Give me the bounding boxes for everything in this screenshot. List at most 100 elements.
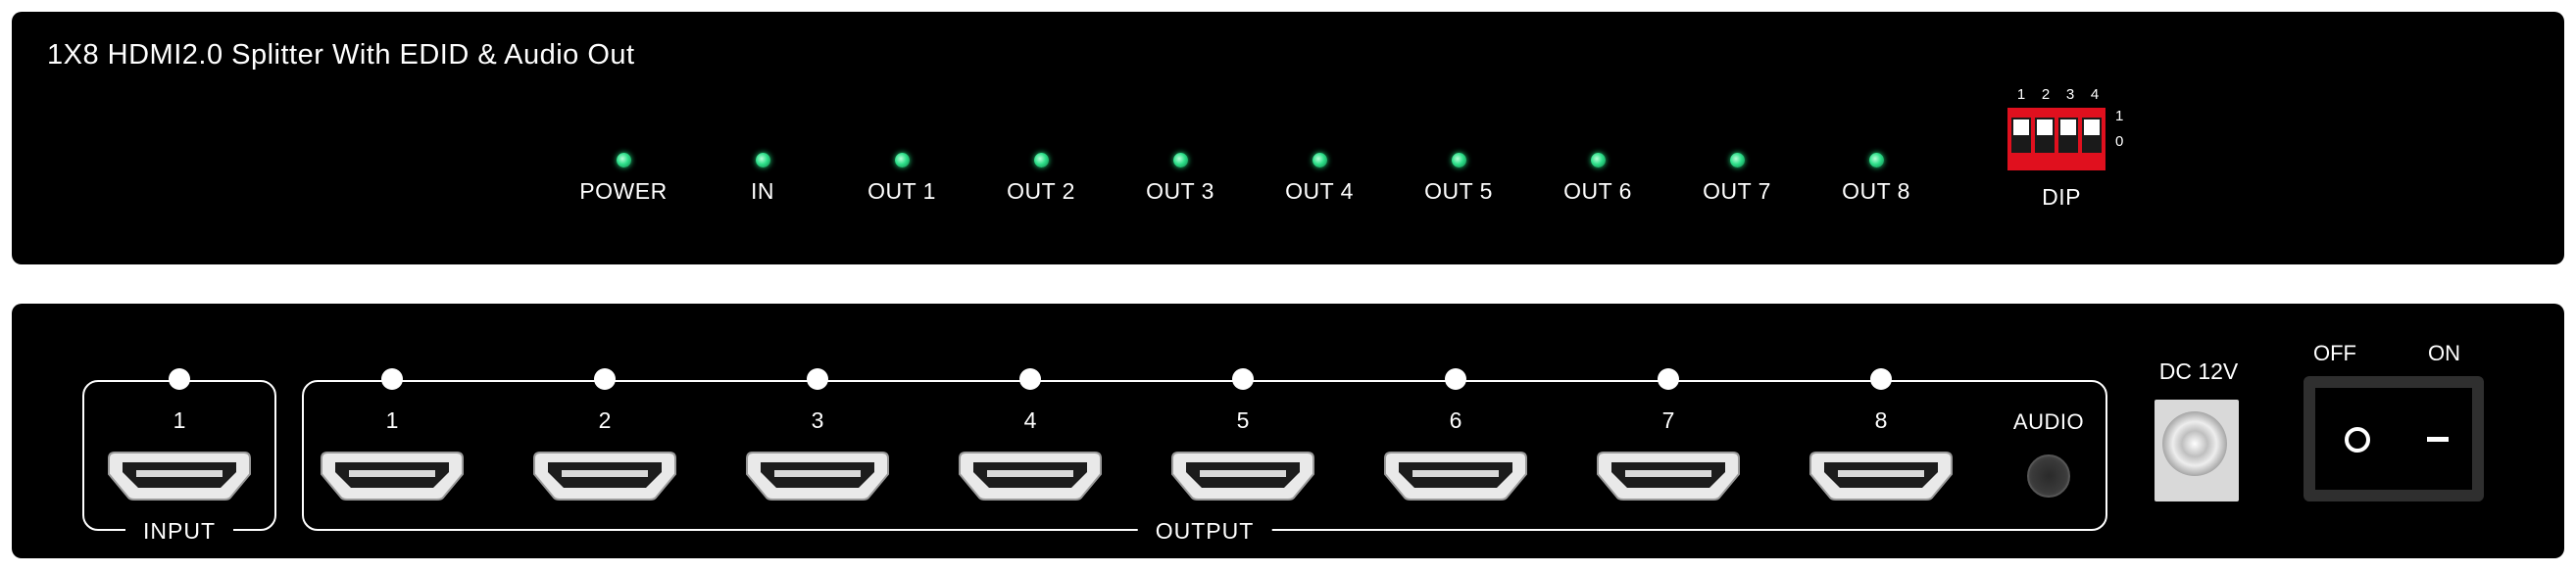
indicator-label: OUT 6 (1563, 178, 1632, 204)
port-marker (381, 368, 403, 390)
rear-panel (12, 304, 2564, 558)
hdmi-port-icon (959, 452, 1102, 501)
led-indicator (1868, 153, 1884, 167)
indicator-10: OUT 8 (1808, 153, 1945, 205)
indicator-label: OUT 3 (1146, 178, 1214, 204)
input-group: INPUT (82, 380, 276, 545)
led-indicator (616, 153, 631, 167)
dip-switch-numbers: 1 2 3 4 (2009, 86, 2117, 106)
output-group: OUTPUT (302, 380, 2107, 545)
dip-label: DIP (2042, 184, 2081, 210)
led-indicator (894, 153, 910, 167)
port-marker (594, 368, 616, 390)
led-indicator (1172, 153, 1188, 167)
power-switch[interactable] (2304, 376, 2484, 501)
device-title: 1X8 HDMI2.0 Splitter With EDID & Audio O… (47, 39, 635, 71)
indicator-6: OUT 4 (1251, 153, 1388, 205)
hdmi-connector[interactable] (1808, 449, 1954, 503)
dip-toggle-4[interactable] (2082, 118, 2102, 153)
front-panel (12, 12, 2564, 264)
port-marker (1232, 368, 1254, 390)
indicator-8: OUT 6 (1529, 153, 1666, 205)
hdmi-port-icon (746, 452, 889, 501)
indicator-3: OUT 1 (833, 153, 970, 205)
hdmi-output-port-4: 4 (957, 368, 1104, 503)
led-indicator (1451, 153, 1466, 167)
led-indicator (1590, 153, 1606, 167)
indicator-label: OUT 2 (1007, 178, 1075, 204)
audio-out: AUDIO (1995, 409, 2103, 498)
hdmi-output-port-3: 3 (744, 368, 891, 503)
indicator-9: OUT 7 (1668, 153, 1806, 205)
dip-state-off: 0 (2115, 133, 2124, 150)
hdmi-connector[interactable] (107, 449, 252, 503)
port-number: 2 (598, 407, 612, 433)
indicator-label: IN (751, 178, 774, 204)
hdmi-connector[interactable] (958, 449, 1103, 503)
hdmi-port-icon (1384, 452, 1527, 501)
dc-power-jack[interactable] (2155, 400, 2239, 501)
input-group-label: INPUT (125, 518, 233, 545)
hdmi-output-port-6: 6 (1382, 368, 1529, 503)
switch-off-label: OFF (2313, 341, 2356, 365)
led-indicator (755, 153, 770, 167)
switch-on-label: ON (2428, 341, 2460, 365)
dip-number-1: 1 (2016, 86, 2026, 103)
hdmi-port-icon (1171, 452, 1314, 501)
indicator-label: OUT 1 (867, 178, 936, 204)
led-indicator (1729, 153, 1745, 167)
dc-label: DC 12V (2158, 358, 2239, 384)
port-number: 4 (1023, 407, 1037, 433)
dip-number-4: 4 (2090, 86, 2100, 103)
hdmi-output-port-5: 5 (1169, 368, 1316, 503)
port-number: 5 (1236, 407, 1250, 433)
hdmi-output-port-2: 2 (531, 368, 678, 503)
indicator-7: OUT 5 (1390, 153, 1527, 205)
led-indicator (1033, 153, 1049, 167)
hdmi-connector[interactable] (1170, 449, 1315, 503)
hdmi-port-icon (1809, 452, 1953, 501)
indicator-1: POWER (555, 153, 692, 205)
hdmi-port-icon (533, 452, 676, 501)
hdmi-output-port-1: 1 (319, 368, 466, 503)
hdmi-connector[interactable] (320, 449, 465, 503)
dip-toggle-3[interactable] (2058, 118, 2078, 153)
port-marker (1658, 368, 1679, 390)
dip-number-3: 3 (2065, 86, 2075, 103)
on-symbol-icon (2427, 437, 2449, 442)
port-number: 8 (1874, 407, 1888, 433)
hdmi-output-port-8: 8 (1808, 368, 1955, 503)
port-number: 1 (385, 407, 399, 433)
indicator-label: OUT 5 (1424, 178, 1493, 204)
port-marker (169, 368, 190, 390)
hdmi-connector[interactable] (1596, 449, 1741, 503)
hdmi-port-icon (108, 452, 251, 501)
indicator-label: OUT 8 (1842, 178, 1910, 204)
dip-number-2: 2 (2041, 86, 2051, 103)
dip-toggle-2[interactable] (2035, 118, 2055, 153)
port-marker (807, 368, 828, 390)
off-symbol-icon (2345, 427, 2370, 453)
hdmi-connector[interactable] (745, 449, 890, 503)
dip-toggle-1[interactable] (2011, 118, 2031, 153)
indicator-5: OUT 3 (1112, 153, 1249, 205)
port-marker (1019, 368, 1041, 390)
hdmi-output-port-7: 7 (1595, 368, 1742, 503)
hdmi-port-icon (321, 452, 464, 501)
audio-jack[interactable] (2027, 454, 2070, 498)
rocker-face (2315, 388, 2472, 490)
dip-state-on: 1 (2115, 108, 2124, 124)
indicator-2: IN (694, 153, 831, 205)
indicator-4: OUT 2 (972, 153, 1110, 205)
dc-jack-ring (2162, 411, 2227, 476)
hdmi-connector[interactable] (1383, 449, 1528, 503)
port-marker (1445, 368, 1466, 390)
port-number: 1 (173, 407, 186, 433)
port-marker (1870, 368, 1892, 390)
port-number: 6 (1449, 407, 1462, 433)
hdmi-connector[interactable] (532, 449, 677, 503)
hdmi-input-port-1: 1 (106, 368, 253, 503)
audio-label: AUDIO (2012, 409, 2085, 434)
dip-switch (2007, 108, 2105, 170)
indicator-label: POWER (579, 178, 668, 204)
